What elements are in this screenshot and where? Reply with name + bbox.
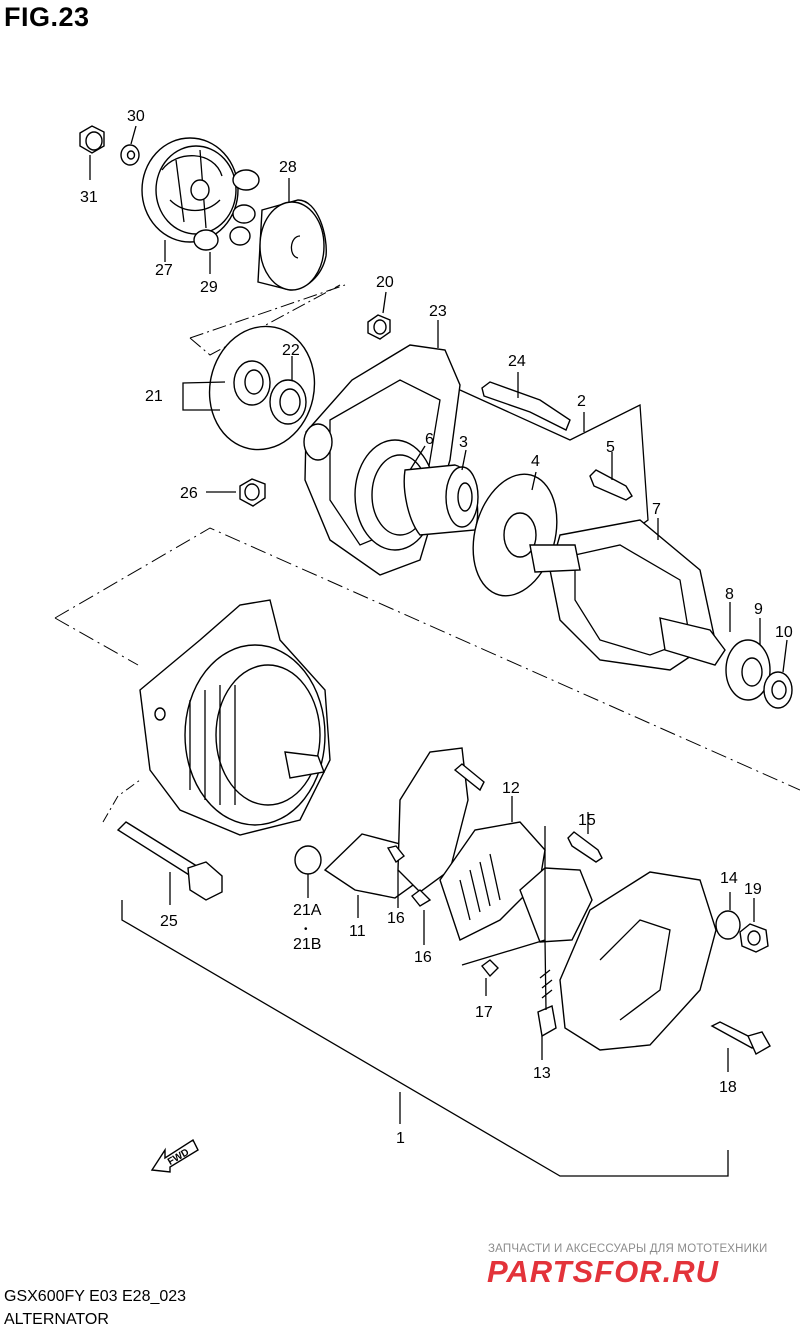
callout-18: 18 — [719, 1079, 737, 1096]
screw-part-17 — [481, 959, 499, 996]
coupling-part-27 — [141, 137, 239, 262]
callout-8: 8 — [725, 586, 734, 603]
callout-19: 19 — [744, 881, 762, 898]
callout-20: 20 — [376, 274, 394, 291]
brush-holder-part-13 — [461, 826, 593, 1060]
fwd-arrow-icon: FWD — [150, 1138, 199, 1173]
callout-26: 26 — [180, 485, 198, 502]
bolt-part-25 — [116, 821, 223, 905]
nut-part-20 — [367, 291, 391, 340]
bracket-part-1 — [121, 900, 729, 1177]
callout-30: 30 — [127, 108, 145, 125]
callout-9: 9 — [754, 601, 763, 618]
screw-part-15 — [567, 812, 603, 863]
callout-29: 29 — [200, 279, 218, 296]
callout-6: 6 — [425, 431, 434, 448]
callout-21a: 21A — [293, 902, 322, 919]
damper-part-29 — [193, 169, 260, 274]
callout-11: 11 — [349, 923, 366, 940]
bearing-part-9 — [725, 618, 771, 701]
callout-10: 10 — [775, 624, 793, 641]
stud-part-24 — [481, 372, 571, 431]
callout-5: 5 — [606, 439, 615, 456]
nut-part-31 — [79, 125, 105, 180]
callout-13: 13 — [533, 1065, 551, 1082]
callout-17: 17 — [475, 1004, 493, 1021]
alternator-assembly-part-1 — [139, 599, 331, 836]
insulator-part-14 — [715, 892, 741, 940]
regulator-part-12 — [439, 796, 546, 941]
callout-21: 21 — [145, 388, 163, 405]
washer-part-30 — [120, 125, 140, 166]
callout-28: 28 — [279, 159, 297, 176]
bearing-part-3 — [403, 449, 479, 536]
section-name: ALTERNATOR — [4, 1311, 109, 1328]
shaft-part-8 — [659, 602, 731, 666]
screw-part-5 — [589, 452, 633, 501]
bolt-part-18 — [710, 1021, 771, 1072]
callout-27: 27 — [155, 262, 173, 279]
callout-3: 3 — [459, 434, 468, 451]
bearing-part-10 — [763, 639, 793, 709]
callout-24: 24 — [508, 353, 526, 370]
callout-25: 25 — [160, 913, 178, 930]
figure-title: FIG.23 — [4, 2, 90, 32]
callout-22: 22 — [282, 342, 300, 359]
callout-23: 23 — [429, 303, 447, 320]
callout-4: 4 — [531, 453, 540, 470]
watermark-caption: ЗАПЧАСТИ И АКСЕССУАРЫ ДЛЯ МОТОТЕХНИКИ — [488, 1243, 768, 1255]
callout-16-right: 16 — [414, 949, 432, 966]
watermark-logo: PARTSFOR.RU — [487, 1254, 720, 1289]
callout-31: 31 — [80, 189, 98, 206]
callout-1: 1 — [396, 1130, 405, 1147]
rectifier-part-16 — [386, 747, 485, 945]
model-code: GSX600FY E03 E28_023 — [4, 1288, 187, 1305]
callout-21-dot: • — [304, 924, 308, 935]
nut-part-19 — [739, 898, 769, 953]
callout-12: 12 — [502, 780, 520, 797]
seal-part-22 — [269, 356, 307, 425]
pulley-part-28 — [257, 178, 327, 291]
rear-cover-part-1 — [559, 871, 717, 1051]
callout-21b: 21B — [293, 936, 321, 953]
bushing-part-21a — [294, 845, 322, 898]
fwd-label: FWD — [166, 1147, 191, 1168]
callout-2: 2 — [577, 393, 586, 410]
callout-16-left: 16 — [387, 910, 405, 927]
callout-15: 15 — [578, 812, 596, 829]
callout-7: 7 — [652, 501, 661, 518]
nut-part-26 — [206, 478, 266, 507]
callout-14: 14 — [720, 870, 738, 887]
